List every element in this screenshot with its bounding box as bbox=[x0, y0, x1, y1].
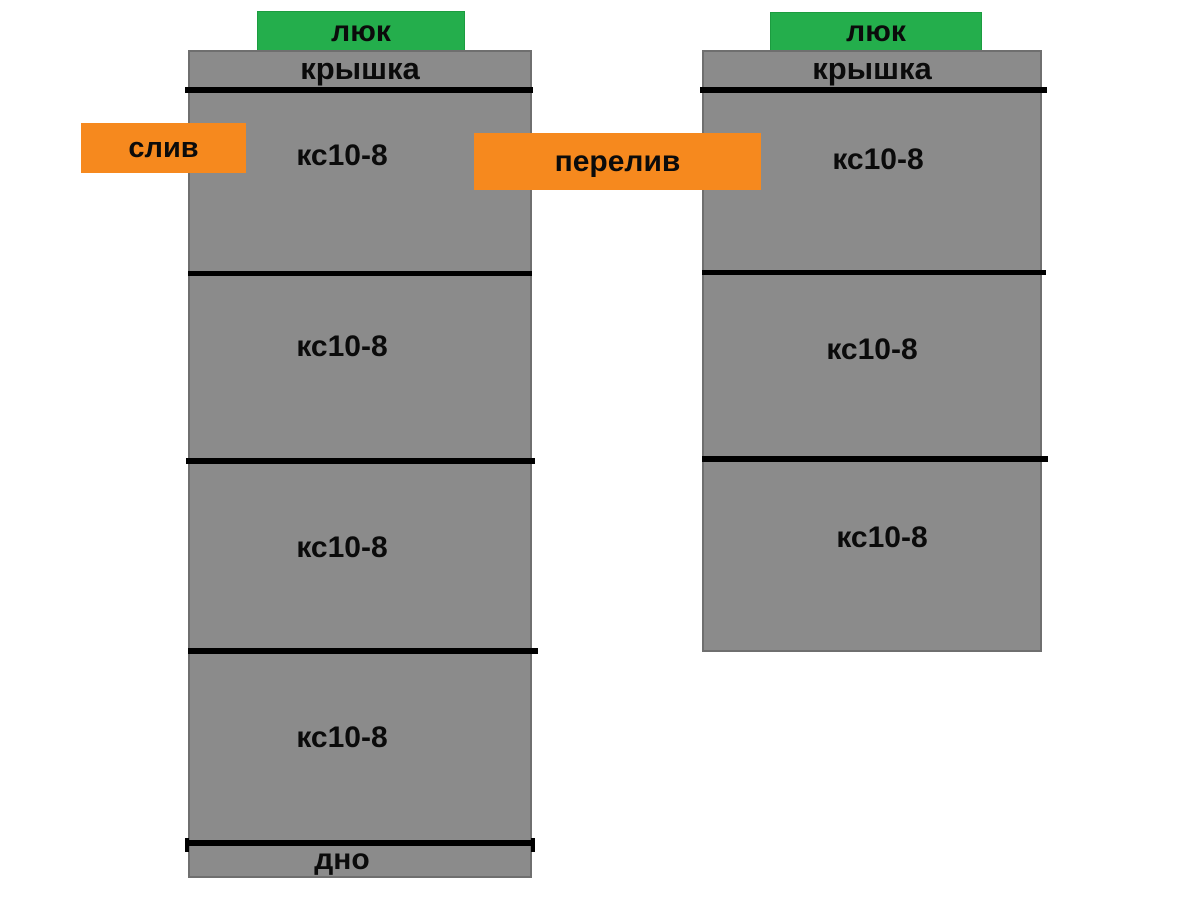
left-well-lid-label: крышка bbox=[300, 51, 420, 86]
right-well-hatch-block: люк bbox=[770, 12, 982, 52]
right-well-ring-1-label: кс10-8 bbox=[832, 143, 924, 176]
left-well-lid-joint-line bbox=[185, 87, 533, 93]
drain-pipe-label: слив bbox=[128, 131, 199, 164]
left-well-hatch-block: люк bbox=[257, 11, 465, 52]
right-well-ring-3-label: кс10-8 bbox=[836, 521, 928, 554]
overflow-pipe-tag: перелив bbox=[474, 133, 761, 190]
overflow-pipe-label: перелив bbox=[554, 144, 681, 178]
right-well-ring-2-label: кс10-8 bbox=[826, 333, 918, 366]
left-well-hatch-label: люк bbox=[331, 14, 391, 48]
right-well-hatch-label: люк bbox=[846, 15, 906, 48]
right-well-lid-joint-line bbox=[700, 87, 1047, 93]
left-well-ring-2-label: кс10-8 bbox=[296, 330, 388, 363]
left-well-bottom-joint-line bbox=[185, 838, 535, 852]
left-well-joint-line-1 bbox=[188, 271, 532, 276]
right-well-lid-label: крышка bbox=[812, 51, 932, 86]
drain-pipe-tag: слив bbox=[81, 123, 246, 173]
left-well-joint-line-2 bbox=[186, 458, 535, 464]
left-well-bottom-label: дно bbox=[314, 843, 370, 876]
left-well-ring-3-label: кс10-8 bbox=[296, 531, 388, 564]
left-well-ring-1-label: кс10-8 bbox=[296, 139, 388, 172]
right-well-joint-line-1 bbox=[702, 270, 1046, 275]
right-well-joint-line-2 bbox=[702, 456, 1048, 462]
left-well-ring-4-label: кс10-8 bbox=[296, 721, 388, 754]
left-well-joint-line-3 bbox=[188, 648, 538, 654]
